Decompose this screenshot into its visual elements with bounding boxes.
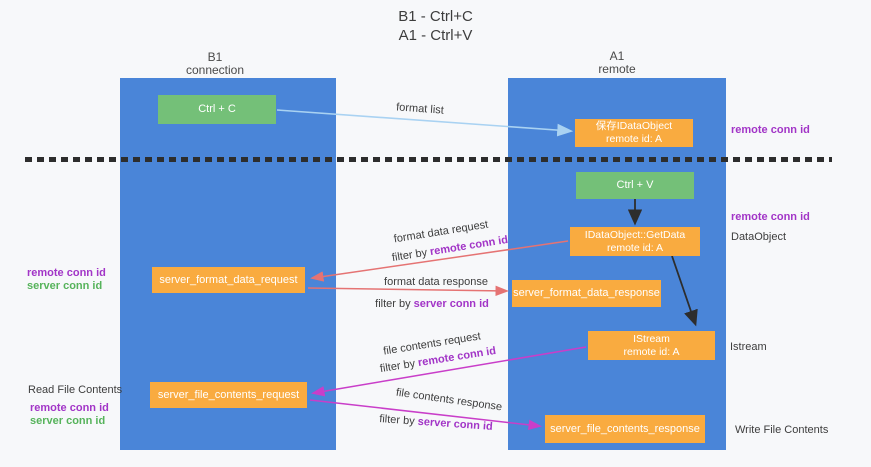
- right-column-header: A1 remote: [567, 50, 667, 76]
- getdata-remote-id: remote id: A: [606, 241, 664, 254]
- format-list-label: format list: [395, 101, 445, 117]
- write-file-contents-label: Write File Contents: [735, 424, 829, 436]
- save-idataobject-node: 保存IDataObject remote id: A: [575, 119, 693, 147]
- left-column-name: B1: [207, 50, 223, 64]
- title-line-b1: B1 - Ctrl+C: [398, 8, 473, 25]
- left-remote-conn-id-label-2: remote conn id: [30, 402, 109, 414]
- save-idataobject-title: 保存IDataObject: [595, 120, 673, 132]
- left-column-header: B1 connection: [165, 51, 265, 77]
- save-idataobject-remote-id: remote id: A: [605, 133, 663, 145]
- ctrl-v-node: Ctrl + V: [576, 172, 694, 199]
- istream-node: IStream remote id: A: [588, 331, 715, 360]
- filter-by-text: filter by: [378, 413, 419, 428]
- istream-title: IStream: [633, 332, 670, 345]
- right-column-role: remote: [598, 62, 636, 76]
- filter-by-text: filter by: [379, 357, 420, 376]
- server-format-data-response-node: server_format_data_response: [512, 280, 661, 307]
- getdata-title: IDataObject::GetData: [584, 228, 686, 241]
- right-remote-conn-id-label-1: remote conn id: [731, 124, 810, 136]
- left-column-role: connection: [185, 63, 245, 77]
- file-contents-response-label: file contents response: [395, 386, 503, 414]
- format-response-filter-label: filter by server conn id: [375, 298, 489, 310]
- filter-by-text: filter by: [375, 298, 414, 310]
- right-column-name: A1: [609, 49, 625, 63]
- format-data-response-label: format data response: [384, 276, 488, 288]
- left-server-conn-id-label-1: server conn id: [27, 280, 103, 292]
- file-response-filter-label: filter by server conn id: [379, 413, 493, 433]
- idataobject-getdata-node: IDataObject::GetData remote id: A: [570, 227, 700, 256]
- diagram-title: B1 - Ctrl+C A1 - Ctrl+V: [0, 7, 871, 45]
- server-file-contents-response-node: server_file_contents_response: [545, 415, 705, 443]
- server-format-data-request-node: server_format_data_request: [152, 267, 305, 293]
- server-conn-id-text: server conn id: [413, 298, 489, 310]
- session-separator-dashed-line: [25, 157, 832, 162]
- left-server-conn-id-label-2: server conn id: [30, 415, 106, 427]
- istream-side-label: Istream: [730, 341, 767, 353]
- dataobject-label: DataObject: [731, 231, 787, 243]
- right-remote-conn-id-label-2: remote conn id: [731, 211, 810, 223]
- server-file-contents-request-node: server_file_contents_request: [150, 382, 307, 408]
- title-line-a1: A1 - Ctrl+V: [398, 27, 473, 44]
- server-conn-id-text: server conn id: [417, 415, 494, 433]
- filter-by-text: filter by: [391, 246, 432, 265]
- format-data-response-arrow: [307, 285, 509, 297]
- ctrl-c-node: Ctrl + C: [158, 95, 276, 124]
- istream-remote-id: remote id: A: [623, 345, 680, 358]
- left-remote-conn-id-label-1: remote conn id: [27, 267, 106, 279]
- read-file-contents-label: Read File Contents: [28, 384, 123, 396]
